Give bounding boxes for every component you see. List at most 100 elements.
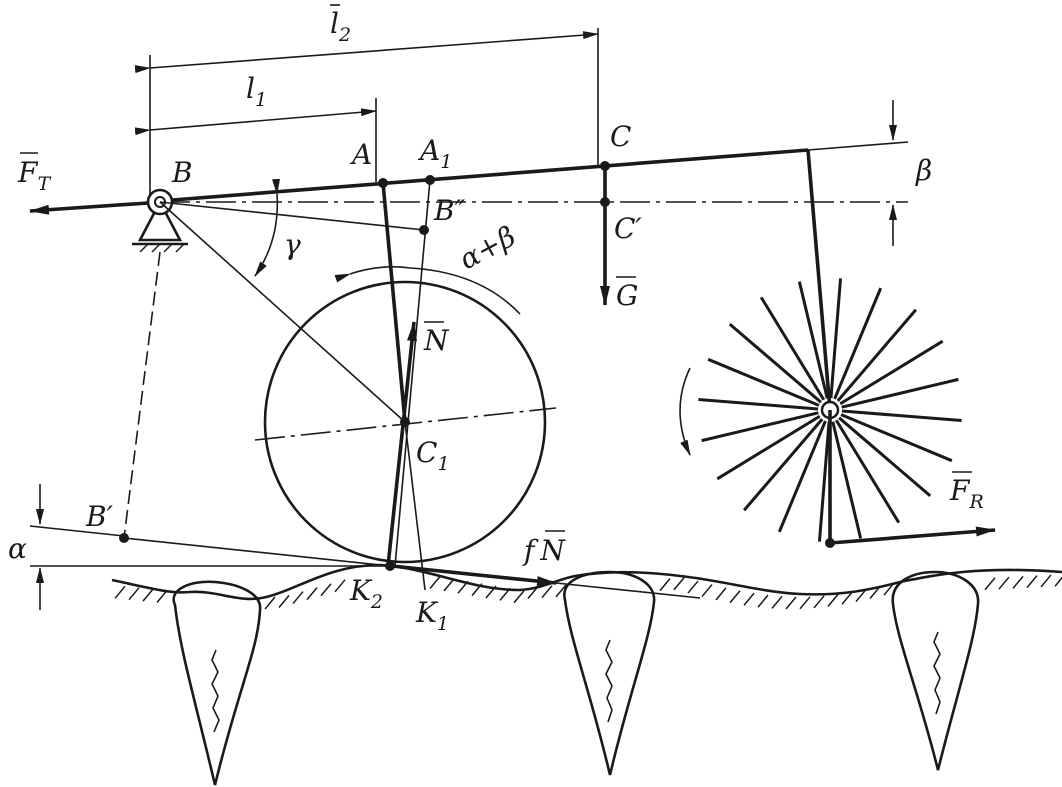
- dimension-lines: [134, 28, 599, 205]
- ground-hatch-mark: [334, 579, 346, 593]
- ground-hatch-mark: [128, 587, 140, 601]
- label-alpha: α: [8, 532, 27, 565]
- svg-text:FT: FT: [17, 156, 51, 195]
- ground-hatch-mark: [855, 589, 867, 603]
- label-B-prime: B′: [85, 500, 114, 533]
- ground-hatch-mark: [471, 583, 483, 597]
- resistance-force-arrow: [829, 526, 996, 545]
- ground-hatch-mark: [485, 585, 497, 599]
- ground-hatch-mark: [984, 577, 996, 591]
- ground-hatch-mark: [1054, 576, 1062, 587]
- label-alpha-beta: α+β: [454, 220, 521, 277]
- ground-hatch-mark: [715, 587, 727, 601]
- plant-1: [172, 580, 262, 786]
- svg-text:l2: l2: [330, 7, 351, 46]
- ground-hatch-mark: [701, 584, 713, 598]
- tine-spoke: [742, 418, 824, 512]
- ground-hatching: [114, 574, 1062, 610]
- l2-dimension: [134, 31, 599, 74]
- svg-text:G: G: [616, 279, 638, 312]
- ground-hatch-mark: [813, 595, 825, 609]
- svg-text:fN: fN: [522, 534, 566, 567]
- tine-spoke: [728, 322, 822, 404]
- construction-lines: [29, 179, 431, 591]
- ground-hatch-mark: [841, 591, 853, 605]
- ground-hatch-mark: [264, 596, 276, 610]
- ground-hatch-mark: [292, 591, 304, 605]
- label-l2: l2: [330, 4, 351, 46]
- label-FR: FR: [949, 471, 984, 513]
- ground-hatch-mark: [883, 582, 895, 596]
- ground-hatch-mark: [320, 583, 332, 597]
- tine-spoke: [833, 287, 883, 400]
- ground-hatch-mark: [998, 576, 1010, 590]
- plant-2: [563, 570, 656, 776]
- ground-hatch-mark: [306, 587, 318, 601]
- tine-spoke: [817, 421, 831, 542]
- label-C1: C1: [416, 436, 450, 475]
- tine-spoke: [797, 281, 829, 399]
- ground-hatch-mark: [743, 592, 755, 606]
- ground-hatch-mark: [659, 578, 671, 592]
- label-B: B: [171, 156, 193, 189]
- ground-hatch-mark: [513, 590, 525, 604]
- tine-spoke: [831, 421, 863, 539]
- label-N: N: [423, 321, 450, 357]
- tine-spoke: [707, 357, 820, 407]
- rotation-arrow: [679, 367, 691, 456]
- tine-spoke: [701, 411, 819, 443]
- label-C: C: [610, 120, 631, 153]
- ground-hatch-mark: [799, 596, 811, 610]
- ground-hatch-mark: [541, 585, 553, 599]
- label-K2: K2: [349, 574, 383, 613]
- tine-spoke: [777, 420, 827, 533]
- gamma-angle-arc: [254, 178, 281, 277]
- label-beta: β: [915, 154, 932, 187]
- ground-hatch-mark: [785, 596, 797, 610]
- ground-hatch-mark: [1012, 575, 1024, 589]
- label-A: A: [349, 138, 372, 171]
- label-G: G: [616, 276, 638, 312]
- dashed-projection-line: [123, 251, 161, 539]
- ground-hatch-mark: [673, 577, 685, 591]
- label-K1: K1: [415, 596, 449, 635]
- ground-hatch-mark: [443, 578, 455, 592]
- ground-hatch-mark: [499, 587, 511, 601]
- tine-spoke: [838, 416, 932, 498]
- label-FT: FT: [17, 152, 51, 195]
- plant-3: [891, 570, 980, 771]
- ground-hatch-mark: [527, 586, 539, 600]
- ground-hatch-mark: [757, 594, 769, 608]
- tine-spoke: [836, 308, 918, 402]
- svg-text:l1: l1: [246, 72, 267, 111]
- tine-spoke: [759, 296, 826, 401]
- svg-text:FR: FR: [949, 474, 984, 513]
- label-C-prime: C′: [614, 212, 642, 245]
- normal-force-arrow: [386, 321, 417, 567]
- tine-spoke: [834, 419, 901, 524]
- ground-hatch-mark: [729, 590, 741, 604]
- ground-hatch-mark: [827, 593, 839, 607]
- tine-spoke: [829, 278, 843, 399]
- ground-hatch-mark: [457, 580, 469, 594]
- label-l1: l1: [246, 72, 267, 111]
- tine-spoke: [839, 339, 944, 406]
- tine-spoke: [716, 414, 821, 481]
- label-A1: A1: [417, 134, 452, 173]
- ground-profile: [111, 563, 1062, 601]
- ground-hatch-mark: [1026, 575, 1038, 589]
- rotary-tine-wheel: [698, 278, 962, 542]
- tine-spoke: [840, 413, 953, 463]
- ground-hatch-mark: [156, 590, 168, 603]
- friction-force-arrow: [391, 564, 557, 587]
- ground-hatch-mark: [1040, 574, 1052, 588]
- ground-hatch-mark: [278, 594, 290, 608]
- label-B-double-prime: B″: [433, 194, 466, 227]
- tine-spoke: [698, 397, 819, 411]
- ground-hatch-mark: [555, 584, 567, 598]
- tine-spoke: [841, 409, 962, 423]
- traction-force-arrow: [29, 201, 149, 215]
- label-gamma: γ: [284, 228, 301, 261]
- ground-hatch-mark: [771, 595, 783, 609]
- ground-hatch-mark: [114, 585, 126, 599]
